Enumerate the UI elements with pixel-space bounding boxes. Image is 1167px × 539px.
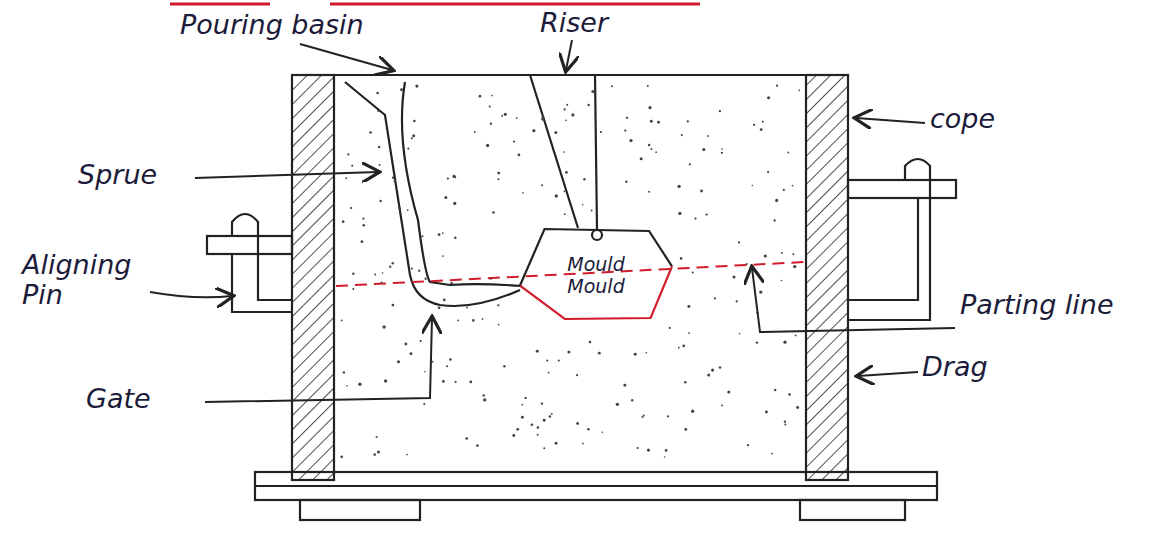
riser xyxy=(530,75,602,240)
sprue-and-gate xyxy=(345,82,522,306)
part-label: Sprue xyxy=(78,160,157,190)
part-label: Pouring basin xyxy=(180,10,364,40)
heading-underline xyxy=(170,4,700,5)
part-label: Riser xyxy=(540,8,608,38)
part-label: Drag xyxy=(922,352,988,382)
leader-lines xyxy=(150,40,955,402)
cavity-label: Mould xyxy=(518,276,674,298)
sand-stipple xyxy=(340,85,800,459)
part-label: cope xyxy=(930,104,995,134)
part-label: Gate xyxy=(86,384,151,414)
cavity-label: Mould xyxy=(518,254,674,276)
aligning-pin xyxy=(207,159,956,320)
mould-cavity: MouldMould xyxy=(518,226,674,322)
part-label: Parting line xyxy=(960,290,1150,320)
part-label: Aligning Pin xyxy=(22,250,152,309)
flask xyxy=(255,75,937,520)
